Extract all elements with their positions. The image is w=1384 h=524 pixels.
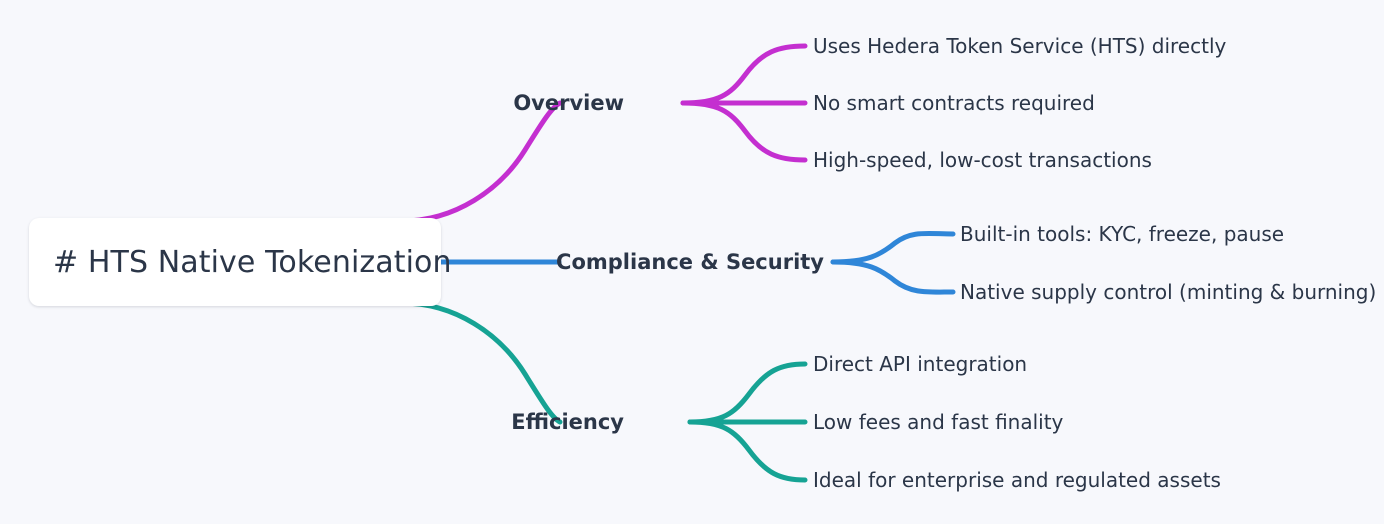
leaf-label[interactable]: High-speed, low-cost transactions <box>813 148 1152 172</box>
branch-label-overview[interactable]: Overview <box>513 91 624 115</box>
root-node[interactable]: # HTS Native Tokenization <box>29 218 451 306</box>
connector-efficiency-leaf-2 <box>687 419 808 483</box>
leaf-label[interactable]: Ideal for enterprise and regulated asset… <box>813 468 1221 492</box>
leaf-label[interactable]: Low fees and fast finality <box>813 410 1064 434</box>
connector-root-efficiency <box>399 300 563 425</box>
branch-label-efficiency[interactable]: Efficiency <box>511 410 624 434</box>
connector-overview-leaf-0 <box>680 43 808 106</box>
connector-efficiency-leaf-0 <box>687 361 808 425</box>
leaf-label[interactable]: No smart contracts required <box>813 91 1095 115</box>
connector-overview-leaf-2 <box>680 100 808 163</box>
leaf-label[interactable]: Direct API integration <box>813 352 1028 376</box>
connector-compliance-leaf-0 <box>830 230 956 265</box>
branch-label-compliance-security[interactable]: Compliance & Security <box>556 250 824 274</box>
connector-root-overview <box>399 100 563 224</box>
root-node-label: # HTS Native Tokenization <box>53 244 452 280</box>
leaf-label[interactable]: Uses Hedera Token Service (HTS) directly <box>813 34 1227 58</box>
connector-compliance-leaf-1 <box>830 259 956 295</box>
leaf-label[interactable]: Built-in tools: KYC, freeze, pause <box>960 222 1285 246</box>
leaf-label[interactable]: Native supply control (minting & burning… <box>960 280 1377 304</box>
